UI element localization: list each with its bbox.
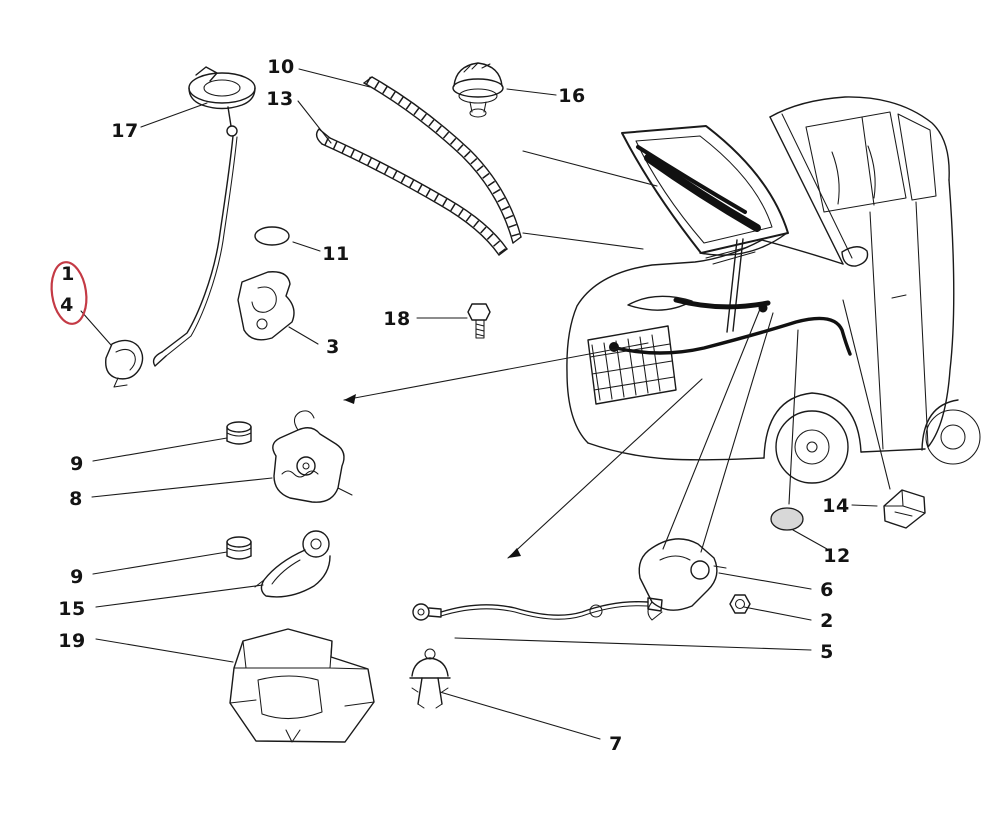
part-label-15: 15: [58, 598, 86, 620]
part-11-pad: [254, 226, 290, 246]
part-label-6: 6: [820, 579, 834, 601]
part-6-latch: [638, 538, 727, 621]
open-hood: [621, 125, 789, 254]
part-4-clip: [105, 339, 144, 388]
part-label-8: 8: [69, 488, 83, 510]
part-label-5: 5: [820, 641, 834, 663]
part-prop-rod: [152, 135, 238, 367]
part-14-bracket: [883, 489, 926, 529]
part-9-buffer-top: [226, 421, 252, 445]
part-label-9b: 9: [70, 566, 84, 588]
part-9-buffer-bottom: [226, 536, 252, 560]
leader-lines: [80, 68, 878, 740]
highlight-annotation: [50, 261, 88, 325]
front-wheel: [775, 410, 849, 484]
part-16-plug: [452, 62, 504, 118]
part-8-hood-lock: [272, 410, 353, 503]
part-10-seal: [363, 76, 522, 244]
part-label-1: 1: [61, 263, 75, 285]
headlight: [627, 295, 693, 311]
part-15-lever: [254, 530, 331, 598]
part-5-cable: [412, 597, 663, 621]
part-label-2: 2: [820, 610, 834, 632]
release-cable-in-bay: [609, 297, 852, 356]
part-label-11: 11: [322, 243, 350, 265]
part-label-19: 19: [58, 630, 86, 652]
pointer-lines: [343, 150, 891, 559]
part-label-4: 4: [60, 294, 74, 316]
car-illustration: [566, 96, 981, 484]
part-12-disc: [770, 507, 804, 531]
part-18-bolt: [467, 303, 491, 339]
part-label-17: 17: [111, 120, 139, 142]
part-label-18: 18: [383, 308, 411, 330]
part-label-14: 14: [822, 495, 850, 517]
part-label-16: 16: [558, 85, 586, 107]
rear-wheel: [921, 399, 981, 465]
side-mirror: [841, 246, 869, 267]
front-grille: [587, 325, 677, 405]
part-label-3: 3: [326, 336, 340, 358]
part-13-seal: [315, 128, 508, 256]
part-label-13: 13: [266, 88, 294, 110]
part-label-7: 7: [609, 733, 623, 755]
part-7-clip: [409, 648, 451, 709]
part-label-9a: 9: [70, 453, 84, 475]
part-17-cap: [188, 66, 256, 137]
part-2-nut: [729, 594, 751, 614]
part-19-tray: [229, 628, 375, 743]
hood-strut: [726, 238, 744, 333]
part-label-10: 10: [267, 56, 295, 78]
part-label-12: 12: [823, 545, 851, 567]
part-3-striker: [237, 271, 295, 341]
